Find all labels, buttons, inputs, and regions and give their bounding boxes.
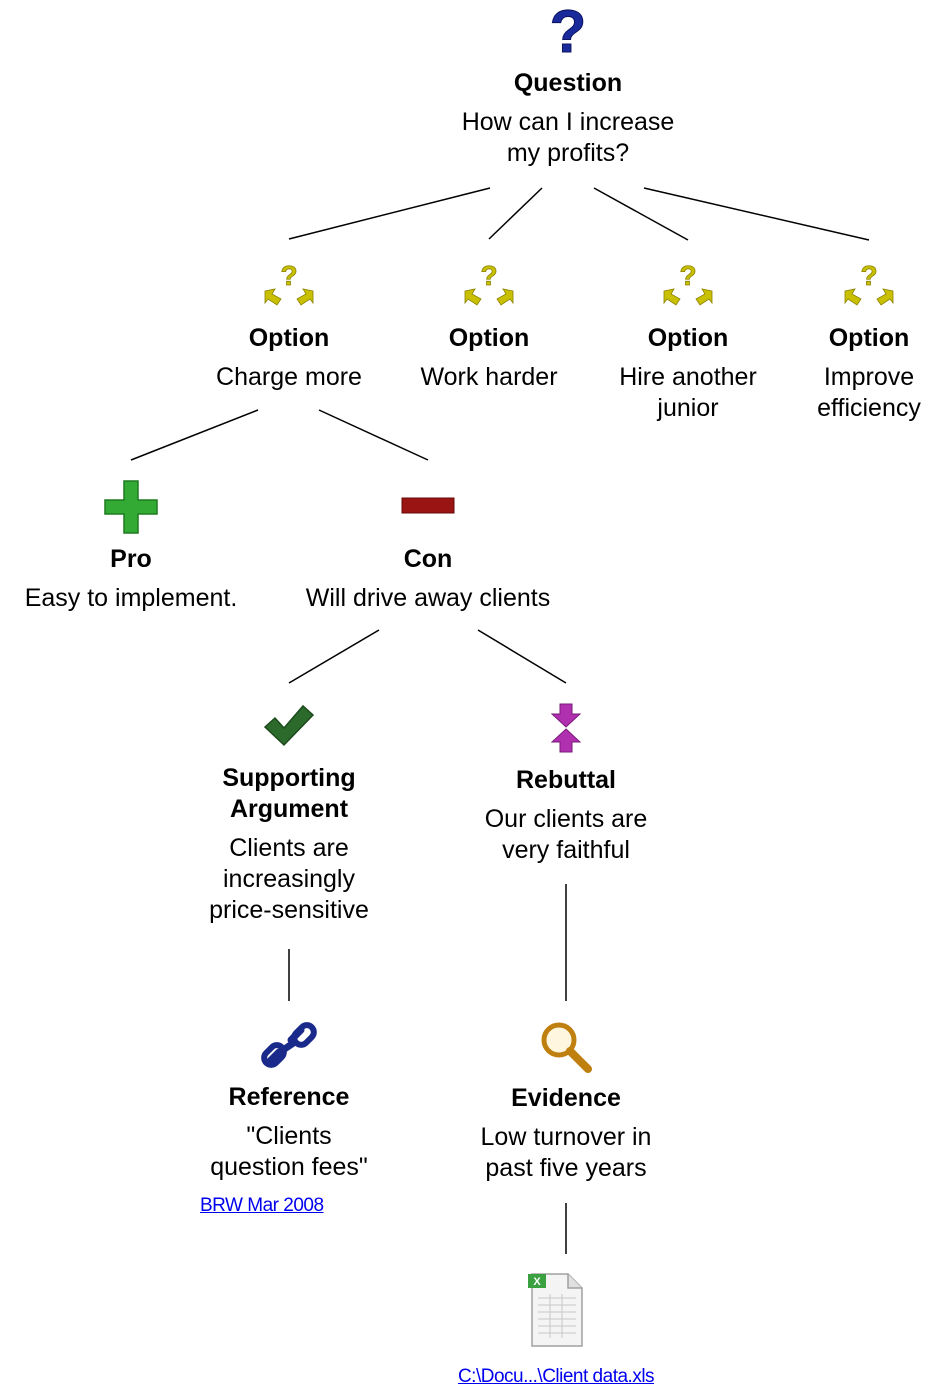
option-node-charge-more[interactable]: ? Option Charge more: [189, 259, 389, 393]
connector-question-option2: [488, 187, 543, 240]
option-text: Charge more: [216, 363, 362, 391]
reference-text: "Clients question fees": [210, 1122, 368, 1181]
con-node[interactable]: Con Will drive away clients: [278, 480, 578, 614]
con-text: Will drive away clients: [305, 584, 551, 612]
magnifier-icon: [541, 1022, 592, 1073]
option-text: Hire another junior: [619, 363, 757, 422]
reference-link[interactable]: BRW Mar 2008: [200, 1195, 324, 1216]
question-node[interactable]: ? Question How can I increase my profits…: [418, 6, 718, 169]
reference-title: Reference: [228, 1083, 350, 1111]
supporting-argument-node[interactable]: Supporting Argument Clients are increasi…: [179, 703, 399, 926]
pro-node[interactable]: Pro Easy to implement.: [1, 480, 261, 614]
option-title: Option: [448, 324, 530, 352]
file-node[interactable]: X C:\Docu...\Client data.xls: [436, 1272, 676, 1388]
con-title: Con: [403, 545, 453, 573]
connector-option1-con: [318, 409, 429, 461]
option-title: Option: [248, 324, 330, 352]
supporting-argument-text: Clients are increasingly price-sensitive: [209, 834, 369, 924]
svg-text:?: ?: [480, 260, 497, 291]
svg-text:?: ?: [280, 260, 297, 291]
question-title: Question: [513, 69, 623, 97]
evidence-node[interactable]: Evidence Low turnover in past five years: [456, 1020, 676, 1184]
svg-text:X: X: [533, 1276, 541, 1288]
connector-option1-pro: [130, 409, 259, 461]
spreadsheet-file-icon: X: [528, 1273, 583, 1347]
chain-link-icon: [261, 1022, 317, 1068]
connector-question-option3: [593, 187, 689, 241]
pro-title: Pro: [110, 545, 152, 573]
option-node-hire-junior[interactable]: ? Option Hire another junior: [598, 259, 778, 424]
option-node-work-harder[interactable]: ? Option Work harder: [394, 259, 584, 393]
option-icon: ?: [844, 260, 894, 306]
svg-text:?: ?: [860, 260, 877, 291]
svg-text:?: ?: [550, 6, 587, 58]
minus-icon: [401, 497, 455, 514]
option-node-improve-efficiency[interactable]: ? Option Improve efficiency: [804, 259, 929, 424]
pro-text: Easy to implement.: [24, 584, 238, 612]
option-icon: ?: [464, 260, 514, 306]
option-icon: ?: [663, 260, 713, 306]
reference-node[interactable]: Reference "Clients question fees" BRW Ma…: [179, 1020, 399, 1217]
plus-icon: [104, 480, 158, 534]
rebuttal-text: Our clients are very faithful: [484, 805, 648, 864]
option-text: Work harder: [420, 363, 558, 391]
evidence-text: Low turnover in past five years: [480, 1123, 652, 1182]
option-text: Improve efficiency: [817, 363, 921, 422]
connector-con-support: [288, 629, 380, 684]
connector-question-option1: [288, 187, 491, 240]
rebuttal-node[interactable]: Rebuttal Our clients are very faithful: [456, 703, 676, 866]
connector-question-option4: [643, 187, 870, 241]
option-title: Option: [828, 324, 910, 352]
file-link[interactable]: C:\Docu...\Client data.xls: [457, 1366, 655, 1387]
supporting-argument-title: Supporting Argument: [222, 764, 356, 823]
svg-text:?: ?: [679, 260, 696, 291]
connector-con-rebuttal: [477, 629, 567, 684]
question-text: How can I increase my profits?: [461, 108, 675, 167]
evidence-title: Evidence: [511, 1084, 621, 1112]
checkmark-icon: [263, 704, 315, 747]
option-icon: ?: [264, 260, 314, 306]
question-icon: ?: [549, 6, 587, 58]
rebuttal-icon: [550, 703, 582, 753]
rebuttal-title: Rebuttal: [516, 766, 616, 794]
option-title: Option: [647, 324, 729, 352]
